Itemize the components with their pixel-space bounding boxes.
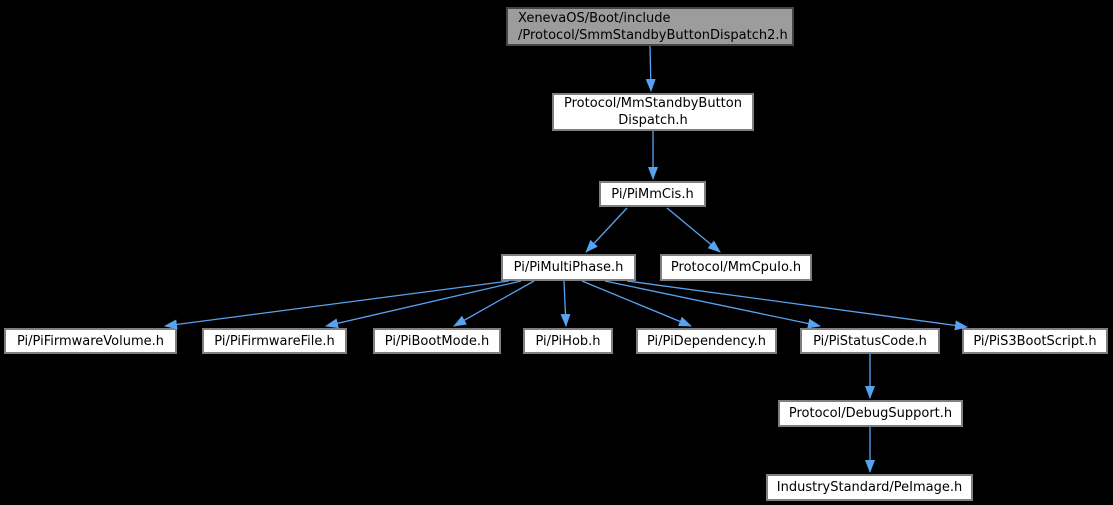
edge-pi-multi-phase-to-pi-s3-boot-script [626,280,968,331]
graph-node-pi-s3-boot-script[interactable]: Pi/PiS3BootScript.h [962,328,1108,354]
edge-pi-multi-phase-to-pi-dependency [581,280,692,327]
graph-node-pi-mm-cis[interactable]: Pi/PiMmCis.h [599,181,706,207]
graph-node-debug-support[interactable]: Protocol/DebugSupport.h [778,400,963,427]
edge-pi-multi-phase-to-pi-boot-mode [453,280,535,327]
graph-node-pi-status-code[interactable]: Pi/PiStatusCode.h [800,328,940,354]
graph-node-pi-boot-mode[interactable]: Pi/PiBootMode.h [373,328,501,354]
edge-pi-mm-cis-to-pi-multi-phase [585,207,628,253]
graph-node-pi-dependency[interactable]: Pi/PiDependency.h [636,328,777,354]
edge-pi-multi-phase-to-pi-status-code [604,280,821,329]
graph-node-mm-cpu-io[interactable]: Protocol/MmCpuIo.h [660,254,812,281]
graph-node-mm-standby-button-dispatch[interactable]: Protocol/MmStandbyButton Dispatch.h [552,93,754,131]
graph-node-pi-firmware-volume[interactable]: Pi/PiFirmwareVolume.h [4,328,177,354]
graph-node-pe-image[interactable]: IndustryStandard/PeImage.h [766,474,973,501]
graph-node-pi-firmware-file[interactable]: Pi/PiFirmwareFile.h [202,328,347,354]
edge-pi-multi-phase-to-pi-hob [560,280,571,327]
graph-node-pi-multi-phase[interactable]: Pi/PiMultiPhase.h [501,254,636,281]
edge-root-to-mm-standby-button-dispatch [645,45,656,92]
graph-node-root: XenevaOS/Boot/include /Protocol/SmmStand… [506,7,794,46]
edge-pi-multi-phase-to-pi-firmware-file [325,280,522,329]
edge-pi-mm-cis-to-mm-cpu-io [666,207,721,253]
graph-node-pi-hob[interactable]: Pi/PiHob.h [523,328,613,354]
edge-pi-multi-phase-to-pi-firmware-volume [164,280,510,330]
